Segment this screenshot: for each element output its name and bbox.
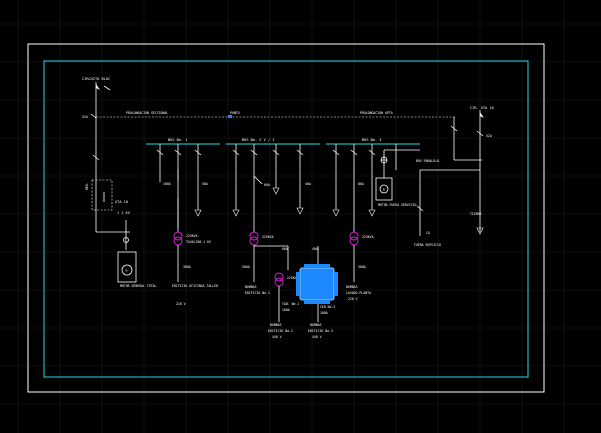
svg-text:300A: 300A [242,265,250,269]
transformer-1[interactable]: 225KVA TA40/260-1 KV 300A EDIFICIO OFICI… [172,231,218,306]
bus1-feeders: 100A 50A [156,144,208,232]
svg-text:MED.: MED. [85,182,89,190]
label-tb-2b: 100A [320,311,328,315]
label-carga-1: EDIFICIO OFICINAS TALLER [172,284,218,288]
generator-icon [121,264,133,276]
label-bus3: BUS No. 3 [362,138,381,142]
outer-frame [27,43,545,393]
label-carga-5b: LAVADO PLANTA [346,291,371,295]
label-prolongacion-izq: PROLONGACION SECCIONAL [126,111,168,115]
label-m-generador-izq: MOTOR GENERAL TOTAL [120,284,157,288]
label-tb-1: TAB. No.1 [282,302,299,306]
svg-text:40A: 40A [312,247,318,251]
incoming-feeder-right: CIR. GTA 10 52A [420,106,494,194]
label-carga-4v: 440 V [312,335,322,339]
label-ger-sub: GTA 10 [115,200,128,204]
label-carga-der: FUERA SERVICIO [414,243,441,247]
label-circuito-der: CIR. GTA 10 [470,106,494,110]
label-carga-2: BOMBAS [245,285,257,289]
generator-box-right [375,177,393,201]
svg-text:CA: CA [426,231,430,235]
transformer-5[interactable]: 225KVA 300A BOMBAS LAVADO PLANTA 220 V [346,231,374,301]
label-tb-1b: 100A [282,308,290,312]
label-kva-2: 225KVA [262,235,274,239]
transformer-4-feeder: CED No.3 100A BOMBAS EDIFICIO No.3 440 V [308,304,335,339]
label-carga-3: BOMBAS [270,323,282,327]
label-kva-3: 225KVA [287,276,299,280]
label-amp-1: 100A [163,182,171,186]
svg-text:300A: 300A [358,265,366,269]
label-m-generador-der: MOTOR FUERA SERVICIO [378,203,416,207]
svg-text:60A: 60A [282,247,288,251]
label-amp-2: 50A [202,182,208,186]
label-prolongacion-der: PROLONGACION APTA [360,111,393,115]
label-carga-5: BOMBAS [346,285,358,289]
bus2-feeders: 60A 40A [232,144,311,232]
incoming-feeder-left: CIRCUITO BLOC 52A MED. GTA 10 1 2 KV G M… [82,77,157,288]
label-volt-izq: 1 2 KV [117,211,131,215]
label-bus1: BUS No. 1 [168,138,187,142]
inner-frame [43,60,529,378]
label-carga-1v: 220 V [176,302,186,306]
label-carga-3b: EDIFICIO No.2 [268,329,293,333]
label-punto: PUNTO [230,111,240,115]
svg-text:52A: 52A [82,115,88,119]
label-carga-4: BOMBAS [310,323,322,327]
svg-text:G: G [383,188,385,192]
selected-block[interactable] [296,264,338,304]
label-amp-4: 40A [305,182,311,186]
transformer-3[interactable]: 225KVA TAB. No.1 100A BOMBAS EDIFICIO No… [268,272,299,339]
svg-text:52A: 52A [486,134,492,138]
transformer-icon [249,231,259,241]
label-tb-2: CED No.3 [320,305,335,309]
label-bus-derecha: BUS PARALELO [416,159,439,163]
svg-text:G: G [126,269,128,273]
label-circuito-bloc: CIRCUITO BLOC [82,77,110,81]
label-carga-4b: EDIFICIO No.3 [308,329,333,333]
arrow-icon [480,112,484,118]
label-amp-5: 80A [358,182,364,186]
label-carga-3v: 440 V [272,335,282,339]
right-motor-group: G MOTOR FUERA SERVICIO CA FUERA SERVICIO… [375,150,484,247]
svg-text:300A: 300A [183,265,191,269]
label-kva-4: 225KVA [362,235,374,239]
label-tierra-der: TIERRA [470,212,482,216]
label-bus2: BUS No. 2 V / 1 [242,138,274,142]
main-feeder-line: PROLONGACION SECCIONAL PUNTO PROLONGACIO… [96,111,482,161]
transformer-icon [173,231,183,241]
node-marker [228,115,232,118]
label-kva-1: 225KVA [186,234,198,238]
label-carga-2b: EDIFICIO No.1 [245,291,270,295]
label-kva-1b: TA40/260-1 KV [186,240,211,244]
generator-icon [379,184,389,194]
label-carga-5v: 220 V [348,297,358,301]
bus3-feeders: 80A BUS PARALELO [332,144,439,232]
transformer-2[interactable]: 225KVA 300A BOMBAS EDIFICIO No.1 60A 40A [242,231,319,295]
metering-box [91,179,113,211]
transformer-icon [349,231,359,241]
label-amp-3: 60A [264,183,270,187]
arrow-icon [96,84,100,90]
generator-box-left [117,251,137,283]
transformer-icon [274,272,284,282]
